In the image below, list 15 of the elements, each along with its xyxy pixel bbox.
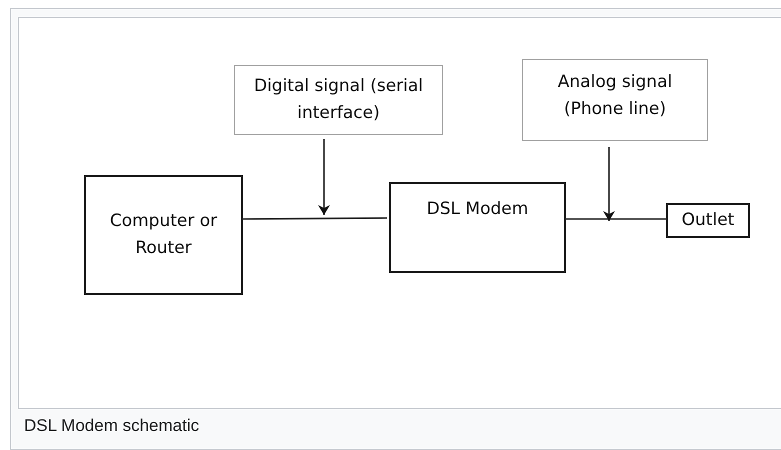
node-label: DSL Modem <box>426 198 530 221</box>
note-box <box>234 65 443 135</box>
caption: DSL Modem schematic <box>24 416 200 436</box>
note-box <box>522 59 708 141</box>
node-label: Computer or Router <box>108 210 218 260</box>
block-box <box>389 182 566 273</box>
block-box <box>84 175 243 295</box>
block-box <box>666 203 750 238</box>
leader-arrow <box>318 139 330 215</box>
node-label: Outlet <box>680 209 736 232</box>
leader-arrow <box>603 147 615 221</box>
connector-line <box>243 217 387 220</box>
node-label: Digital signal (serial interface) <box>252 75 424 125</box>
node-label: Analog signal (Phone line) <box>556 71 674 121</box>
connector-line <box>566 218 666 220</box>
